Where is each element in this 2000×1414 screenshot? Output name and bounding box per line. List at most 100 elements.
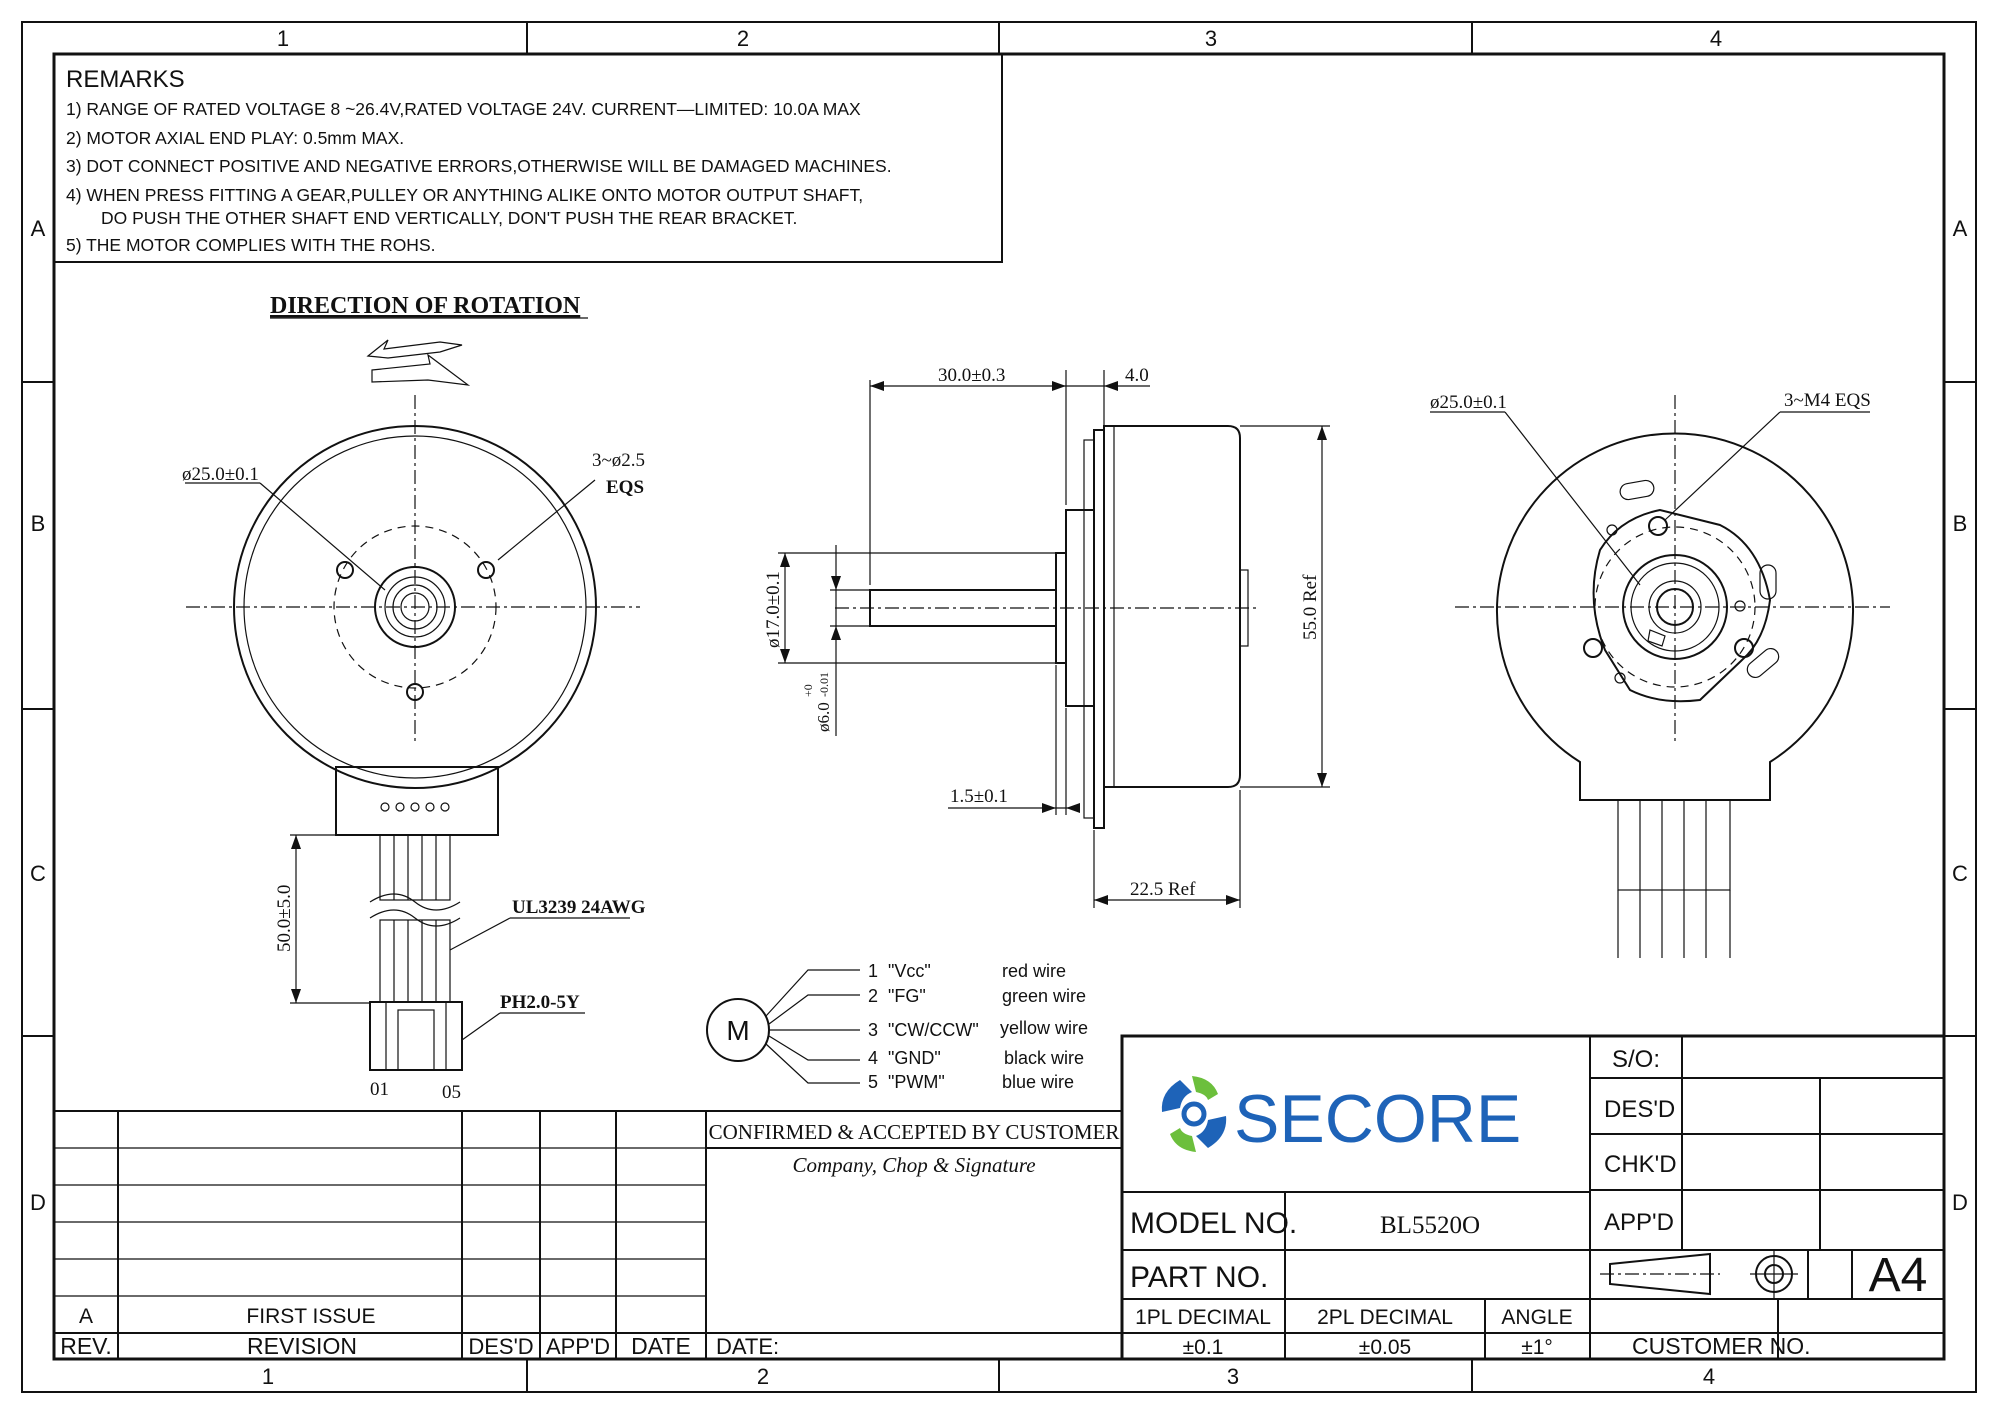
zone-labels: 1 2 3 4 1 2 3 4 A B C D A B C D [30, 26, 1968, 1389]
connector [369, 1001, 463, 1071]
dim-boss-length: 1.5±0.1 [950, 786, 1008, 807]
wire-3-name: "CW/CCW" [888, 1020, 979, 1040]
zone-col-3-bottom: 3 [1227, 1364, 1239, 1389]
remark-1: 1) RANGE OF RATED VOLTAGE 8 ~26.4V,RATED… [66, 99, 861, 119]
zone-row-b: B [31, 511, 46, 536]
wire-3-color: yellow wire [1000, 1018, 1088, 1038]
connector-label: PH2.0-5Y [500, 992, 580, 1013]
rev-description: FIRST ISSUE [246, 1305, 375, 1328]
front-holes-label: 3~ø2.5 [592, 450, 645, 471]
pin-last-label: 05 [442, 1082, 461, 1103]
dim-shaft-dia: ø6.0 [814, 702, 833, 732]
customer-date-label: DATE: [716, 1334, 779, 1359]
model-label: MODEL NO. [1130, 1207, 1297, 1240]
wiring-diagram: M 1 "Vcc" red wire 2 "FG" green wire 3 "… [706, 961, 1088, 1092]
part-label: PART NO. [1130, 1261, 1268, 1294]
appd-label: APP'D [1604, 1209, 1674, 1236]
front-holes-sub: EQS [606, 477, 644, 498]
dim-shaft-tol-low: -0.01 [817, 672, 831, 697]
sheet-size: A4 [1869, 1249, 1928, 1302]
dim-shaft-tol-up: +0 [801, 684, 815, 697]
rear-dia-label: ø25.0±0.1 [1430, 392, 1507, 413]
tol-value-2pl: ±0.05 [1359, 1336, 1411, 1359]
dim-flange: 4.0 [1125, 365, 1149, 386]
chkd-label: CHK'D [1604, 1151, 1677, 1178]
side-view: 30.0±0.3 4.0 55.0 Ref ø17.0±0.1 ø6.0 +0 … [763, 365, 1330, 908]
remarks-box: REMARKS 1) RANGE OF RATED VOLTAGE 8 ~26.… [53, 53, 1003, 263]
title-block: SECORE MODEL NO. BL5520O PART NO. 1PL DE… [1120, 1034, 1946, 1361]
cable-label: UL3239 24AWG [512, 897, 646, 918]
zone-col-4: 4 [1710, 26, 1722, 51]
wire-5-color: blue wire [1002, 1072, 1074, 1092]
zone-row-c-right: C [1952, 861, 1968, 886]
rotation-arrows-icon [366, 339, 471, 386]
header-rev: REV. [60, 1333, 112, 1359]
customer-block: CONFIRMED & ACCEPTED BY CUSTOMER Company… [706, 1120, 1122, 1359]
wire-4-num: 4 [868, 1048, 878, 1068]
header-revision: REVISION [247, 1333, 357, 1359]
header-appd: APP'D [546, 1334, 610, 1359]
tol-header-1pl: 1PL DECIMAL [1135, 1306, 1271, 1329]
wire-2-name: "FG" [888, 986, 926, 1006]
front-view: DIRECTION OF ROTATION ø25.0±0.1 3~ø2.5 E… [182, 293, 646, 1103]
dim-body-length: 22.5 Ref [1130, 879, 1196, 900]
zone-col-3: 3 [1205, 26, 1217, 51]
zone-col-2-bottom: 2 [757, 1364, 769, 1389]
zone-row-d-right: D [1952, 1190, 1968, 1215]
so-label: S/O: [1612, 1046, 1660, 1073]
zone-col-1-bottom: 1 [262, 1364, 274, 1389]
wire-1-color: red wire [1002, 961, 1066, 981]
zone-row-a-right: A [1953, 216, 1968, 241]
lead-length-label: 50.0±5.0 [274, 885, 295, 952]
revision-block: A FIRST ISSUE REV. REVISION DES'D APP'D … [54, 1110, 1944, 1359]
remark-2: 2) MOTOR AXIAL END PLAY: 0.5mm MAX. [66, 128, 404, 148]
remark-4: 4) WHEN PRESS FITTING A GEAR,PULLEY OR A… [66, 185, 863, 205]
customer-title: CONFIRMED & ACCEPTED BY CUSTOMER [709, 1120, 1120, 1144]
wire-3-num: 3 [868, 1020, 878, 1040]
wire-1-name: "Vcc" [888, 961, 931, 981]
header-desd: DES'D [468, 1334, 533, 1359]
remark-3: 3) DOT CONNECT POSITIVE AND NEGATIVE ERR… [66, 156, 892, 176]
wire-2-num: 2 [868, 986, 878, 1006]
wire-5-name: "PWM" [888, 1072, 945, 1092]
wire-1-num: 1 [868, 961, 878, 981]
rear-view: ø25.0±0.1 3~M4 EQS [1430, 390, 1890, 958]
customer-subtitle: Company, Chop & Signature [792, 1153, 1035, 1177]
tol-value-angle: ±1° [1521, 1336, 1553, 1359]
tol-value-1pl: ±0.1 [1183, 1336, 1224, 1359]
front-dia-label: ø25.0±0.1 [182, 464, 259, 485]
dim-body-dia: 55.0 Ref [1300, 574, 1321, 640]
wire-5-num: 5 [868, 1072, 878, 1092]
remark-5: 5) THE MOTOR COMPLIES WITH THE ROHS. [66, 235, 435, 255]
logo-text: SECORE [1234, 1081, 1521, 1157]
pin-first-label: 01 [370, 1079, 389, 1100]
zone-col-1: 1 [277, 26, 289, 51]
zone-row-b-right: B [1953, 511, 1968, 536]
tol-header-angle: ANGLE [1501, 1306, 1572, 1329]
tol-header-2pl: 2PL DECIMAL [1317, 1306, 1453, 1329]
rotation-heading: DIRECTION OF ROTATION [270, 293, 581, 319]
zone-row-a: A [31, 216, 46, 241]
wire-4-name: "GND" [888, 1048, 941, 1068]
zone-row-d: D [30, 1190, 46, 1215]
rev-letter: A [79, 1305, 93, 1328]
header-date: DATE [631, 1333, 691, 1359]
dim-boss-dia: ø17.0±0.1 [763, 571, 784, 648]
model-value: BL5520O [1380, 1212, 1480, 1239]
zone-row-c: C [30, 861, 46, 886]
wire-4-color: black wire [1004, 1048, 1084, 1068]
secore-logo: SECORE [1161, 1076, 1521, 1157]
remarks-title: REMARKS [66, 66, 185, 93]
motor-symbol-label: M [726, 1015, 749, 1046]
remark-4-cont: DO PUSH THE OTHER SHAFT END VERTICALLY, … [101, 208, 797, 228]
zone-col-4-bottom: 4 [1703, 1364, 1715, 1389]
customer-no-label: CUSTOMER NO. [1632, 1333, 1810, 1359]
lead-wires [369, 834, 461, 1003]
wire-2-color: green wire [1002, 986, 1086, 1006]
dim-shaft-length: 30.0±0.3 [938, 365, 1005, 386]
rear-holes-label: 3~M4 EQS [1784, 390, 1871, 411]
projection-symbol-icon [1600, 1250, 1798, 1298]
zone-col-2: 2 [737, 26, 749, 51]
desd-label: DES'D [1604, 1096, 1675, 1123]
